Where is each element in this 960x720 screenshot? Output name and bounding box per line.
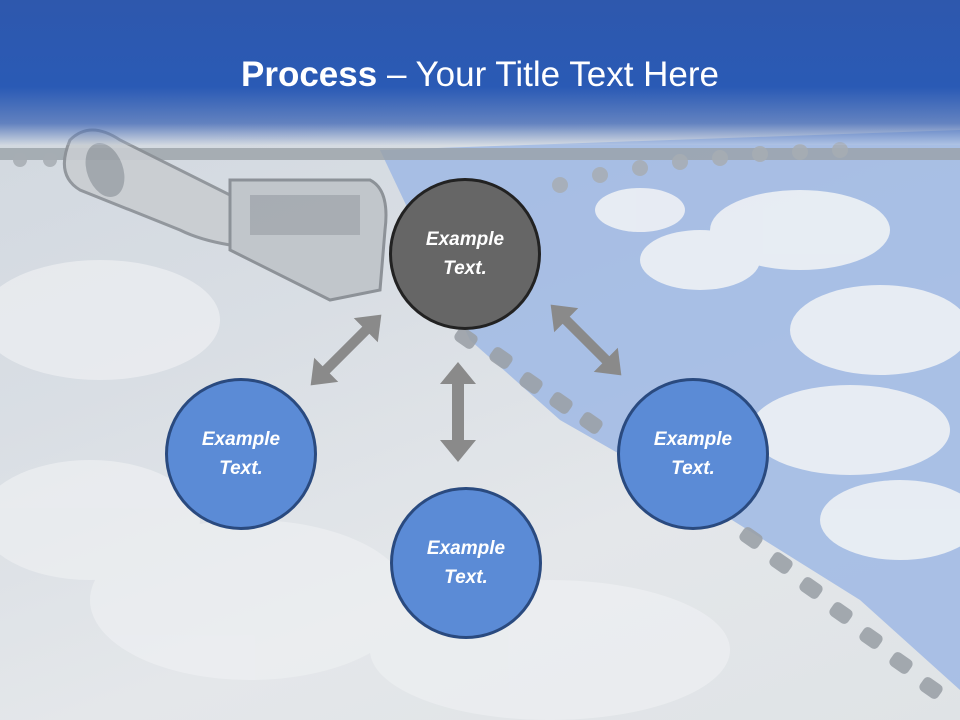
node-left-line1: Example	[201, 429, 281, 450]
title-separator: –	[377, 55, 416, 94]
arrow-center-left	[310, 314, 382, 386]
title-bar	[0, 0, 960, 145]
page-title: Process – Your Title Text Here	[0, 52, 960, 98]
zipper-pull-icon	[62, 128, 388, 302]
node-left-line2: Text.	[219, 458, 263, 479]
node-center-line2: Text.	[443, 258, 487, 279]
arrow-center-bottom	[440, 362, 476, 462]
node-right-line2: Text.	[671, 458, 715, 479]
node-center-line1: Example	[425, 229, 505, 250]
title-bold: Process	[241, 55, 378, 94]
node-bottom: Example Text.	[390, 487, 542, 639]
arrow-center-right	[550, 304, 622, 376]
node-right-line1: Example	[653, 429, 733, 450]
node-right: Example Text.	[617, 378, 769, 530]
node-center: Example Text.	[389, 178, 541, 330]
node-bottom-line1: Example	[426, 538, 506, 559]
node-bottom-line2: Text.	[444, 567, 488, 588]
title-rest: Your Title Text Here	[415, 55, 720, 94]
node-left: Example Text.	[165, 378, 317, 530]
